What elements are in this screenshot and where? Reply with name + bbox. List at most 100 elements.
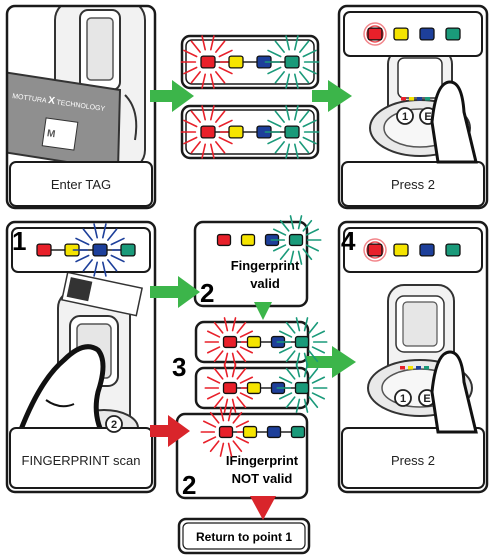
led-glow-ray xyxy=(190,40,201,53)
led-glow-ray xyxy=(236,350,247,363)
green-led xyxy=(445,243,461,257)
led-glow-ray xyxy=(279,219,290,232)
led-glow-ray xyxy=(278,330,293,338)
blue-led xyxy=(92,243,108,257)
led-glow-ray xyxy=(236,321,247,334)
led-glow-ray xyxy=(295,363,301,378)
red-led xyxy=(367,243,383,257)
led-glow-ring xyxy=(366,241,384,259)
card-brand-text: MOTTURA xyxy=(12,93,48,105)
green-led xyxy=(445,27,461,41)
led-glow-ray xyxy=(294,35,299,51)
yellow-led xyxy=(240,233,256,247)
arrow-scan-to-not-valid xyxy=(150,415,190,447)
led-glow-ray xyxy=(215,71,226,84)
led-glow-ray xyxy=(295,317,301,332)
led-glow-ray xyxy=(311,330,326,338)
led-glow-ray xyxy=(223,363,229,378)
green-led xyxy=(290,425,306,439)
led-glow-ray xyxy=(102,223,107,239)
blue-led xyxy=(419,27,435,41)
red-led xyxy=(200,125,216,139)
led-glow-ray xyxy=(239,392,254,400)
led-glow-ray xyxy=(308,350,319,363)
key-2-label: 2 xyxy=(111,419,117,431)
arrow-valid-down xyxy=(254,302,272,320)
panel-enter-tag: MOTTURA X TECHNOLOGY M Enter TAG xyxy=(5,4,157,210)
led-glow-ray xyxy=(297,250,303,265)
led-glow-ray xyxy=(102,261,107,277)
led-glow-ray xyxy=(274,71,285,84)
key-1-label: 1 xyxy=(400,393,406,405)
led-glow-ray xyxy=(285,105,290,121)
led-glow-ray xyxy=(302,66,317,75)
yellow-led xyxy=(228,125,244,139)
green-led xyxy=(120,243,136,257)
pressing-finger-illustration xyxy=(430,80,478,164)
led-glow-ray xyxy=(231,317,237,332)
yellow-led xyxy=(246,335,262,349)
led-glow-ray xyxy=(279,248,290,261)
led-glow-ray xyxy=(278,346,293,354)
yellow-led xyxy=(242,425,258,439)
led-glow-ray xyxy=(267,66,282,75)
led-glow-ray xyxy=(235,436,250,444)
tag-card: MOTTURA X TECHNOLOGY M xyxy=(7,68,122,172)
label-press-2-top: Press 2 xyxy=(391,177,435,192)
key-e-label: E xyxy=(424,111,431,123)
led-glow-ray xyxy=(210,35,215,51)
green-led xyxy=(288,233,304,247)
led-glow-ray xyxy=(206,330,221,338)
led-glow-ray xyxy=(299,110,310,123)
led-glow-ray xyxy=(219,442,225,457)
led-glow-ray xyxy=(110,237,125,246)
led-glow-ray xyxy=(308,367,319,380)
led-glow-ring xyxy=(363,238,387,262)
led-glow-ray xyxy=(206,346,221,354)
blue-led xyxy=(266,425,282,439)
led-glow-ray xyxy=(299,40,310,53)
led-glow-ray xyxy=(267,49,282,58)
red-led xyxy=(216,233,232,247)
red-led xyxy=(367,27,383,41)
led-glow-ray xyxy=(272,228,287,236)
led-glow-ray xyxy=(218,49,233,58)
red-led xyxy=(222,335,238,349)
led-glow-ray xyxy=(274,40,285,53)
panel-fingerprint-scan: FINGERPRINT scan xyxy=(5,220,157,494)
led-glow-ray xyxy=(285,35,290,51)
key-1 xyxy=(396,107,414,125)
led-glow-ray xyxy=(183,66,198,75)
led-glow-ray xyxy=(232,411,243,424)
led-glow-ray xyxy=(75,237,90,246)
led-glow-ray xyxy=(82,228,93,241)
arrow-step3-to-press2 xyxy=(306,346,356,378)
led-glow-ray xyxy=(294,105,299,121)
led-glow-ray xyxy=(190,71,201,84)
led-glow-ray xyxy=(75,254,90,263)
key-e-label: E xyxy=(423,393,430,405)
red-status-dot xyxy=(400,366,405,370)
led-glow-ray xyxy=(213,321,224,334)
yellow-status-dot xyxy=(408,366,413,370)
led-glow-ray xyxy=(235,420,250,428)
led-glow-ray xyxy=(231,363,237,378)
led-glow-ray xyxy=(294,143,299,159)
arrow-scan-to-valid xyxy=(150,276,200,308)
led-glow-ray xyxy=(299,71,310,84)
led-glow-ray xyxy=(190,141,201,154)
led-glow-ring xyxy=(363,22,387,46)
led-glow-ray xyxy=(213,396,224,409)
led-glow-ray xyxy=(302,219,313,232)
fingerprint-valid-line2: valid xyxy=(250,276,280,291)
led-glow-ray xyxy=(190,110,201,123)
card-brand-x: X xyxy=(47,95,55,107)
led-glow-ray xyxy=(305,244,320,252)
blue-status-dot xyxy=(416,366,421,370)
step-number-2-valid: 2 xyxy=(200,278,214,308)
led-glow-ray xyxy=(213,367,224,380)
led-glow-ray xyxy=(201,143,206,159)
mottura-logo-icon xyxy=(61,271,143,317)
led-glow-ray xyxy=(278,376,293,384)
led-glow-ray xyxy=(227,442,233,457)
